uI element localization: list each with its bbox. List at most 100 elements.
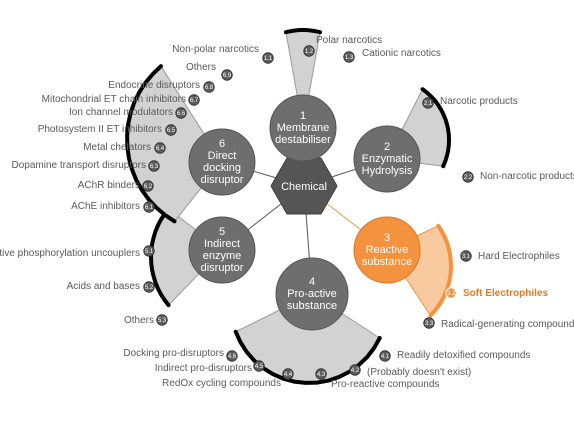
leaf-code: 3.1 xyxy=(462,254,471,260)
leaf-dot-5-3 xyxy=(156,314,168,326)
leaf-code: 4.2 xyxy=(351,368,360,374)
hub-layer: Chemical xyxy=(270,157,338,215)
leaf-code: 2.1 xyxy=(424,101,433,107)
leaf-code: 5.1 xyxy=(145,249,154,255)
node-number-4: 4 xyxy=(309,276,315,288)
leaf-code: 1.2 xyxy=(305,49,314,55)
leaf-dot-6-1 xyxy=(143,201,155,213)
node-label-line: Indirect xyxy=(204,238,240,250)
arc-category-4 xyxy=(233,329,382,385)
leaf-label-5-1: Oxidative phosphorylation uncouplers xyxy=(0,248,140,259)
node-label-line: Reactive xyxy=(366,244,409,256)
leaf-label-1-2: Polar narcotics xyxy=(316,35,382,46)
node-label-line: disruptor xyxy=(201,262,244,274)
leaf-dot-6-9 xyxy=(221,69,233,81)
leaf-code: 4.1 xyxy=(381,354,390,360)
node-number-1: 1 xyxy=(300,110,306,122)
leaf-dot-6-3 xyxy=(148,160,160,172)
arc-category-2 xyxy=(420,87,452,169)
node-label-line: Pro-active xyxy=(287,288,337,300)
leaf-code: 6.5 xyxy=(167,128,176,134)
leaf-label-5-2: Acids and bases xyxy=(67,281,140,292)
node-number-2: 2 xyxy=(384,141,390,153)
leaf-label-6-5: Photosystem II ET inhibitors xyxy=(38,124,162,135)
leaf-code: 4.3 xyxy=(317,372,326,378)
leaf-label-4-4: RedOx cycling compounds xyxy=(162,378,281,389)
arc-category-1 xyxy=(283,28,323,35)
leaf-code: 3.3 xyxy=(425,321,434,327)
leaf-label-4-5: Indirect pro-disruptors xyxy=(155,363,252,374)
node-label-line: Hydrolysis xyxy=(362,165,413,177)
leaf-label-1-1: Non-polar narcotics xyxy=(172,44,259,55)
leaf-code: 6.3 xyxy=(150,164,159,170)
leaf-dot-2-1 xyxy=(422,97,434,109)
leaf-code: 5.2 xyxy=(145,285,154,291)
leaf-code: 6.8 xyxy=(205,85,214,91)
leaf-dot-6-7 xyxy=(188,94,200,106)
leaf-dot-6-5 xyxy=(165,124,177,136)
node-layer: 1Membranedestabiliser2EnzymaticHydrolysi… xyxy=(188,94,421,331)
leaf-label-4-3: Pro-reactive compounds xyxy=(331,379,439,390)
leaf-code: 4.5 xyxy=(255,364,264,370)
leaf-code: 1.1 xyxy=(264,56,273,62)
leaf-dot-1-2 xyxy=(303,45,315,57)
node-number-3: 3 xyxy=(384,232,390,244)
leaf-code: 6.4 xyxy=(156,146,165,152)
leaf-label-5-3: Others xyxy=(124,315,154,326)
leaf-label-4-1: Readily detoxified compounds xyxy=(397,350,530,361)
node-label-line: Membrane xyxy=(277,122,330,134)
hub-label: Chemical xyxy=(281,181,327,193)
leaf-dot-4-5 xyxy=(253,360,265,372)
leaf-label-6-6: Ion channel modulators xyxy=(69,107,173,118)
leaf-code: 6.6 xyxy=(177,111,186,117)
leaf-code: 6.7 xyxy=(190,98,199,104)
leaf-label-1-3: Cationic narcotics xyxy=(362,48,441,59)
leaf-code: 1.3 xyxy=(345,55,354,61)
leaf-dot-4-4 xyxy=(282,368,294,380)
leaf-label-6-7: Mitochondrial ET chain inhibitors xyxy=(42,94,186,105)
leaf-dot-6-2 xyxy=(142,180,154,192)
leaf-dot-3-1 xyxy=(460,250,472,262)
leaf-dot-2-2 xyxy=(462,171,474,183)
node-category-1 xyxy=(269,94,337,162)
leaf-dot-4-2 xyxy=(349,364,361,376)
chemical-hexagon xyxy=(270,157,338,215)
leaf-label-6-4: Metal chelators xyxy=(83,142,151,153)
leaf-dot-6-4 xyxy=(154,142,166,154)
node-category-5 xyxy=(188,216,256,284)
leaf-label-6-2: AChR binders xyxy=(78,180,140,191)
leaf-dot-3-2 xyxy=(445,287,457,299)
node-category-6 xyxy=(188,128,256,196)
leaf-label-3-3: Radical-generating compounds xyxy=(441,319,574,330)
leaf-code: 2.2 xyxy=(464,175,473,181)
leaf-dot-1-1 xyxy=(262,52,274,64)
leaf-code: 6.9 xyxy=(223,73,232,79)
arc-category-5 xyxy=(148,206,171,308)
node-label-line: docking xyxy=(203,162,241,174)
leaf-label-6-3: Dopamine transport disruptors xyxy=(11,160,146,171)
leaf-label-4-6: Docking pro-disruptors xyxy=(123,348,224,359)
leaf-dot-6-6 xyxy=(175,107,187,119)
node-category-4 xyxy=(275,257,349,331)
node-label-line: destabiliser xyxy=(275,134,331,146)
leaf-label-4-2: (Probably doesn't exist) xyxy=(367,367,471,378)
leaf-code: 6.2 xyxy=(144,184,153,190)
leaf-dot-6-8 xyxy=(203,81,215,93)
leaf-code: 4.4 xyxy=(284,372,293,378)
leaf-code: 6.1 xyxy=(145,205,154,211)
leaf-label-2-1: Narcotic products xyxy=(440,96,518,107)
node-label-line: disruptor xyxy=(201,174,244,186)
leaf-dot-4-6 xyxy=(226,350,238,362)
leaf-label-2-2: Non-narcotic products xyxy=(480,171,574,182)
node-category-3 xyxy=(353,216,421,284)
leaf-dot-5-1 xyxy=(143,245,155,257)
leaf-dot-3-3 xyxy=(423,317,435,329)
leaf-code: 3.2 xyxy=(447,291,456,297)
node-label-line: substance xyxy=(362,256,412,268)
leaf-dot-4-1 xyxy=(379,350,391,362)
leaf-label-6-1: AChE inhibitors xyxy=(71,201,140,212)
node-number-6: 6 xyxy=(219,138,225,150)
node-label-line: Direct xyxy=(208,150,237,162)
